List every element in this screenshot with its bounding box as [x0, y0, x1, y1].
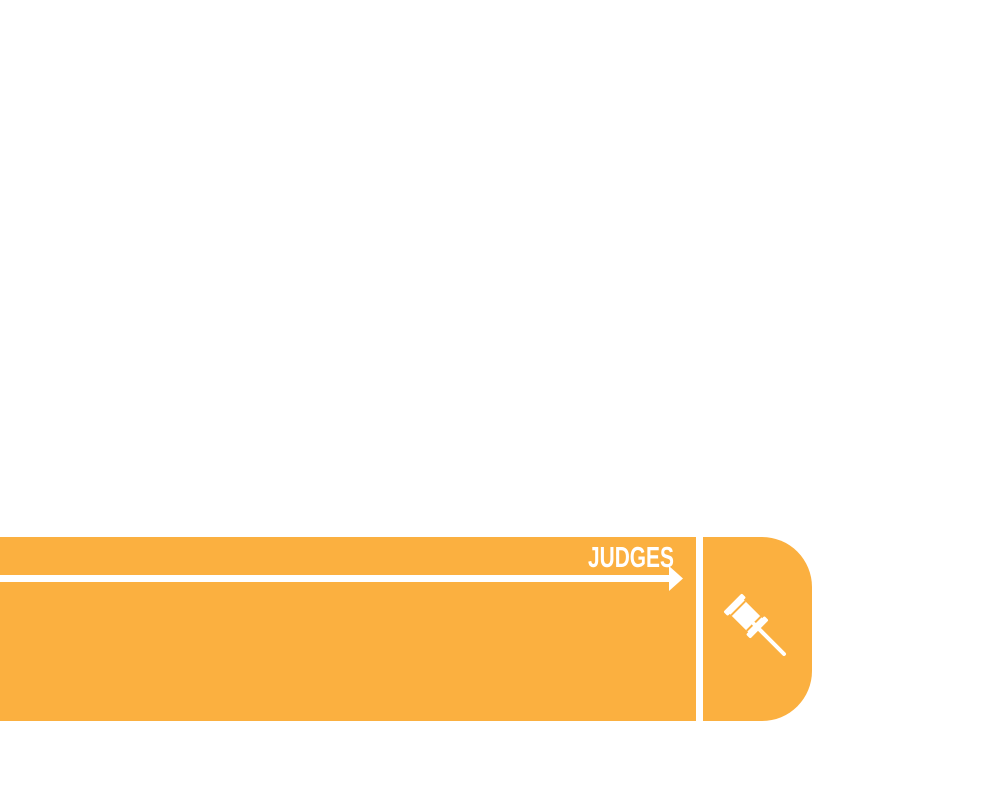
arrow-right-icon [0, 566, 683, 591]
gavel-icon [723, 593, 786, 656]
stage-band [0, 537, 696, 721]
stage-divider [696, 537, 703, 721]
stage-label: JUDGES [588, 542, 674, 574]
